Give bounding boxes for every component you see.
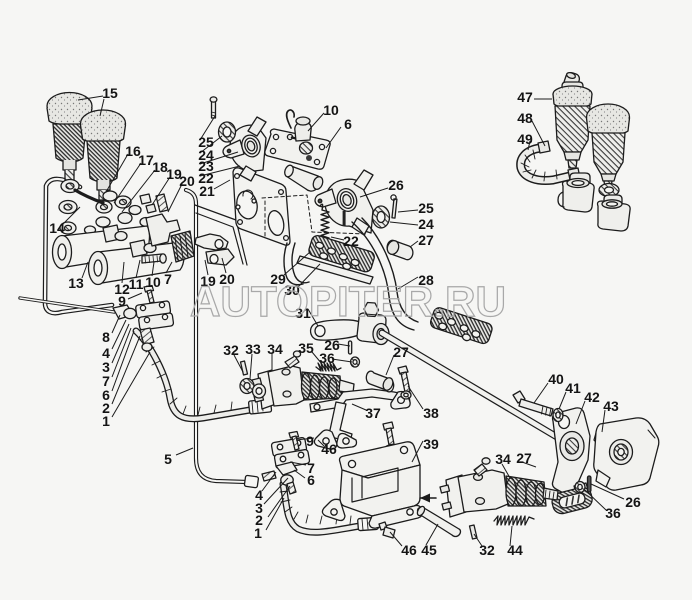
svg-text:7: 7 xyxy=(307,460,315,476)
svg-text:42: 42 xyxy=(584,389,600,405)
svg-text:44: 44 xyxy=(507,542,523,558)
svg-text:45: 45 xyxy=(421,542,437,558)
svg-text:6: 6 xyxy=(307,472,315,488)
svg-text:4: 4 xyxy=(102,345,110,361)
svg-text:22: 22 xyxy=(198,170,214,186)
svg-text:11: 11 xyxy=(129,276,144,292)
svg-text:33: 33 xyxy=(245,341,261,357)
svg-text:49: 49 xyxy=(517,131,533,147)
svg-text:7: 7 xyxy=(164,271,172,287)
svg-text:20: 20 xyxy=(179,173,195,189)
svg-text:46: 46 xyxy=(401,542,417,558)
svg-text:30: 30 xyxy=(284,282,300,298)
svg-text:2: 2 xyxy=(255,512,263,528)
svg-text:27: 27 xyxy=(418,232,434,248)
svg-text:31: 31 xyxy=(295,305,311,321)
svg-text:32: 32 xyxy=(479,542,495,558)
svg-text:AUTOPITER.RU: AUTOPITER.RU xyxy=(190,278,506,326)
svg-text:14: 14 xyxy=(49,220,65,236)
svg-text:9: 9 xyxy=(306,433,314,449)
svg-text:26: 26 xyxy=(625,494,641,510)
svg-text:21: 21 xyxy=(199,183,215,199)
svg-text:24: 24 xyxy=(418,216,434,232)
svg-text:17: 17 xyxy=(138,152,154,168)
svg-text:10: 10 xyxy=(323,102,339,118)
svg-text:47: 47 xyxy=(517,89,533,105)
svg-text:20: 20 xyxy=(219,271,235,287)
svg-text:32: 32 xyxy=(223,342,239,358)
svg-text:36: 36 xyxy=(605,505,621,521)
svg-text:46: 46 xyxy=(321,441,337,457)
svg-text:43: 43 xyxy=(603,398,619,414)
svg-text:25: 25 xyxy=(198,134,214,150)
svg-text:16: 16 xyxy=(125,143,141,159)
svg-text:6: 6 xyxy=(102,387,110,403)
svg-text:25: 25 xyxy=(418,200,434,216)
svg-text:41: 41 xyxy=(565,380,581,396)
svg-text:35: 35 xyxy=(298,340,314,356)
svg-text:1: 1 xyxy=(254,525,262,541)
svg-text:7: 7 xyxy=(102,373,110,389)
svg-text:3: 3 xyxy=(102,359,110,375)
svg-text:10: 10 xyxy=(145,274,161,290)
svg-text:22: 22 xyxy=(343,233,359,249)
svg-text:40: 40 xyxy=(548,371,564,387)
svg-text:27: 27 xyxy=(516,450,532,466)
svg-text:34: 34 xyxy=(267,341,283,357)
svg-text:26: 26 xyxy=(388,177,404,193)
svg-text:8: 8 xyxy=(102,329,110,345)
svg-text:2: 2 xyxy=(102,400,110,416)
svg-text:29: 29 xyxy=(270,271,286,287)
svg-text:18: 18 xyxy=(152,159,168,175)
svg-text:3: 3 xyxy=(255,500,263,516)
svg-text:19: 19 xyxy=(166,166,182,182)
svg-text:26: 26 xyxy=(324,337,340,353)
svg-text:38: 38 xyxy=(423,405,439,421)
svg-text:4: 4 xyxy=(255,487,263,503)
svg-text:1: 1 xyxy=(102,413,110,429)
svg-text:5: 5 xyxy=(164,451,172,467)
svg-text:37: 37 xyxy=(365,405,381,421)
svg-text:9: 9 xyxy=(118,293,126,309)
svg-text:12: 12 xyxy=(114,281,130,297)
svg-text:24: 24 xyxy=(198,147,214,163)
svg-text:34: 34 xyxy=(495,451,511,467)
svg-text:39: 39 xyxy=(423,436,439,452)
svg-text:28: 28 xyxy=(418,272,434,288)
svg-text:36: 36 xyxy=(319,350,335,366)
svg-text:19: 19 xyxy=(200,273,216,289)
svg-text:27: 27 xyxy=(393,344,409,360)
svg-text:48: 48 xyxy=(517,110,533,126)
svg-text:15: 15 xyxy=(102,85,118,101)
svg-text:6: 6 xyxy=(344,116,352,132)
svg-text:13: 13 xyxy=(68,275,84,291)
svg-text:23: 23 xyxy=(198,158,214,174)
